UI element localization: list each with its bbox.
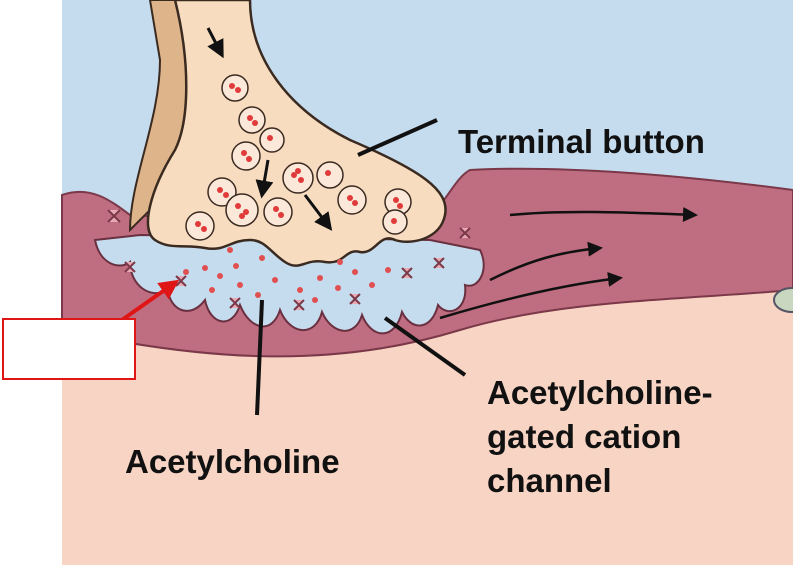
current-arrow (509, 207, 698, 223)
current-arrow (439, 271, 623, 320)
acetylcholine-molecules (183, 247, 391, 303)
adjacent-cell (773, 287, 793, 313)
flow-arrow (303, 194, 333, 231)
leader-terminal-button (357, 118, 438, 157)
receptor-channels (107, 209, 471, 311)
leader-acetylcholine (255, 299, 264, 416)
label-channel-line1: Acetylcholine- (487, 374, 713, 411)
synaptic-vesicles (185, 74, 412, 241)
leader-channel (383, 316, 467, 377)
red-pointer-arrow (120, 279, 180, 322)
muscle-fiber (62, 290, 793, 565)
label-channel-line3: channel (487, 462, 612, 499)
label-terminal-button: Terminal button (458, 123, 705, 160)
answer-box[interactable] (2, 318, 136, 380)
label-channel-line2: gated cation (487, 418, 681, 455)
label-acetylcholine: Acetylcholine (125, 443, 340, 480)
flow-arrow (206, 27, 224, 59)
current-arrow (489, 241, 603, 282)
vesicle-contents (195, 83, 403, 232)
flow-arrow (255, 159, 274, 199)
